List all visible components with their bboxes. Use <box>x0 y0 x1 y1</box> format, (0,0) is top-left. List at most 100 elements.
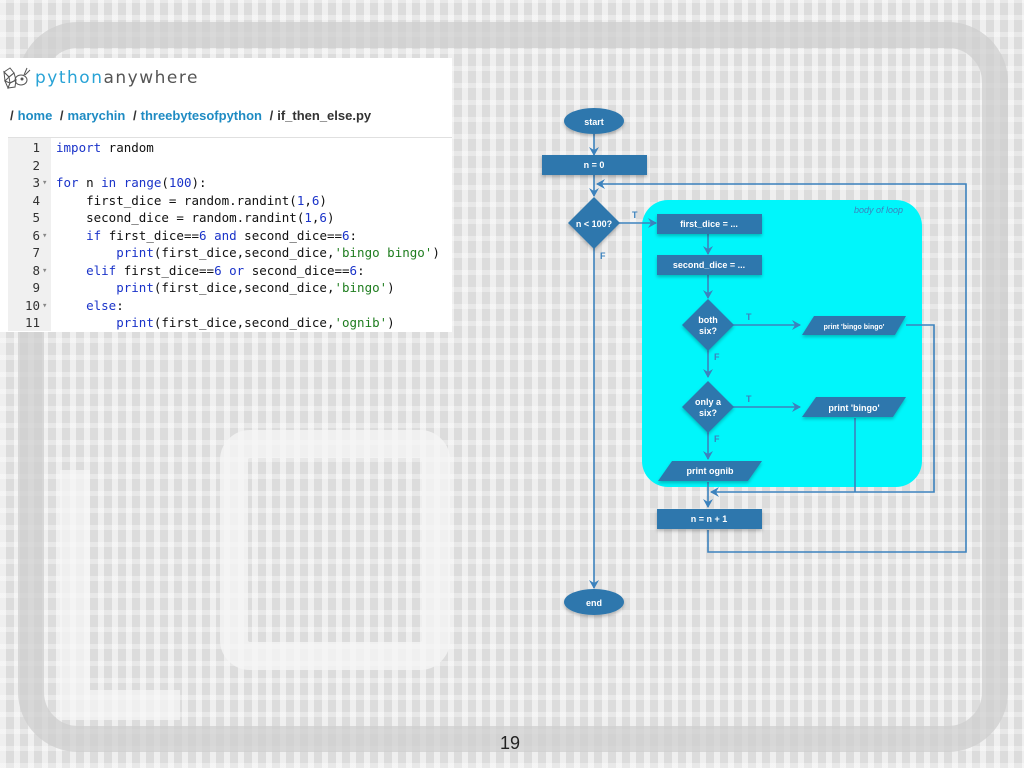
code-token: ) <box>387 315 395 330</box>
edge-label-false: F <box>600 251 606 261</box>
node-first-label: first_dice = ... <box>680 219 738 229</box>
code-token: first_dice = random.randint( <box>56 192 297 208</box>
node-cond <box>568 197 620 249</box>
node-ognib-label: print ognib <box>687 466 734 476</box>
code-text: else: <box>56 297 124 315</box>
code-line[interactable]: 11 print(first_dice,second_dice,'ognib') <box>8 314 452 332</box>
code-token: (first_dice,second_dice, <box>153 245 335 260</box>
edge-label-true: T <box>632 210 638 220</box>
edge-incr-loopback <box>596 179 967 553</box>
code-text: print(first_dice,second_dice,'ognib') <box>56 314 395 332</box>
code-line[interactable]: 3▾ for n in range(100): <box>8 174 452 192</box>
node-print-ognib <box>658 461 762 481</box>
code-token: ) <box>432 245 440 260</box>
code-token: 'bingo' <box>334 280 388 295</box>
line-number: 11 <box>24 315 40 330</box>
breadcrumb-home[interactable]: home <box>17 108 53 123</box>
node-first-dice <box>657 214 762 234</box>
edge-label-true: T <box>746 312 752 322</box>
code-line[interactable]: 6▾ if first_dice==6 and second_dice==6: <box>8 227 452 245</box>
line-number: 4 <box>32 192 40 208</box>
line-number: 7 <box>32 245 40 260</box>
code-line[interactable]: 9 print(first_dice,second_dice,'bingo') <box>8 279 452 297</box>
line-number: 5 <box>32 210 40 225</box>
node-end-label: end <box>586 598 602 608</box>
code-text: if first_dice==6 and second_dice==6: <box>56 227 357 245</box>
line-number: 3 <box>32 175 40 190</box>
code-token: second_dice== <box>244 262 350 278</box>
loop-body-region <box>642 200 922 487</box>
code-line[interactable]: 5 second_dice = random.randint(1,6) <box>8 209 452 227</box>
code-token: 'ognib' <box>334 315 388 330</box>
node-bingo2-label: print 'bingo bingo' <box>824 324 885 331</box>
code-token: print <box>116 245 154 260</box>
code-token: range <box>123 175 162 190</box>
snake-logo-icon <box>3 67 31 90</box>
loop-body-label: body of loop <box>854 205 903 215</box>
edge-label-false: F <box>714 434 720 444</box>
code-text: first_dice = random.randint(1,6) <box>56 192 327 210</box>
breadcrumb-user[interactable]: marychin <box>67 108 126 123</box>
code-token: , <box>304 192 312 208</box>
breadcrumb-folder[interactable]: threebytesofpython <box>140 108 262 123</box>
node-both-six <box>682 299 734 351</box>
code-token: second_dice = random.randint( <box>56 210 305 225</box>
code-token: 100 <box>168 175 192 190</box>
code-line[interactable]: 10▾ else: <box>8 297 452 315</box>
fold-toggle-icon[interactable]: ▾ <box>42 178 48 188</box>
code-token: ) <box>319 192 327 208</box>
background-decoration <box>60 470 180 720</box>
node-bingo1-label: print 'bingo' <box>828 403 879 413</box>
code-text: for n in range(100): <box>56 174 207 192</box>
code-token: 6 <box>311 192 320 208</box>
code-token: 1 <box>296 192 305 208</box>
pythonanywhere-editor-screenshot: pythonanywhere /home /marychin /threebyt… <box>0 58 452 332</box>
code-token: import <box>56 140 102 155</box>
line-number: 6 <box>32 227 40 243</box>
fold-toggle-icon[interactable]: ▾ <box>42 265 48 276</box>
code-line[interactable]: 8▾ elif first_dice==6 or second_dice==6: <box>8 262 452 280</box>
logo-text: pythonanywhere <box>35 68 199 88</box>
code-token: 6 <box>319 210 327 225</box>
code-line[interactable]: 1 import random <box>8 139 452 157</box>
pythonanywhere-logo[interactable]: pythonanywhere <box>2 66 199 90</box>
edge-label-true: T <box>746 394 752 404</box>
code-token: : <box>357 262 365 278</box>
code-token: else <box>86 297 117 313</box>
node-print-bingo-bingo <box>802 316 906 335</box>
background-decoration <box>18 22 1008 752</box>
code-text: print(first_dice,second_dice,'bingo') <box>56 279 394 297</box>
line-number: 9 <box>32 280 40 295</box>
node-incr-label: n = n + 1 <box>691 514 728 524</box>
code-token: : <box>116 297 124 313</box>
breadcrumb-separator: / <box>59 108 64 123</box>
node-print-bingo <box>802 397 906 417</box>
code-token: or <box>229 262 245 278</box>
code-token: print <box>116 280 154 295</box>
code-token: print <box>116 315 154 330</box>
code-token: first_dice== <box>101 227 200 243</box>
code-token: random <box>101 140 154 155</box>
code-token: 'bingo bingo' <box>334 245 433 260</box>
edge-bingo2-merge <box>710 324 935 497</box>
node-only-label: only a <box>695 397 722 407</box>
code-token: first_dice== <box>116 262 215 278</box>
node-only-label: six? <box>699 408 717 418</box>
fold-toggle-icon[interactable]: ▾ <box>42 300 48 311</box>
line-number: 1 <box>32 140 40 155</box>
background-decoration <box>220 430 450 670</box>
node-init <box>542 155 647 175</box>
code-token: 1 <box>304 210 312 225</box>
code-line[interactable]: 2 <box>8 157 452 175</box>
breadcrumb-file: if_then_else.py <box>277 108 372 123</box>
code-line[interactable]: 4 first_dice = random.randint(1,6) <box>8 192 452 210</box>
code-token: ): <box>191 175 207 190</box>
code-token: 6 <box>199 227 207 243</box>
node-both-label: six? <box>699 326 717 336</box>
code-line[interactable]: 7 print(first_dice,second_dice,'bingo bi… <box>8 244 452 262</box>
fold-toggle-icon[interactable]: ▾ <box>42 230 48 241</box>
code-token: (first_dice,second_dice, <box>153 280 335 295</box>
code-token: and <box>214 227 237 243</box>
